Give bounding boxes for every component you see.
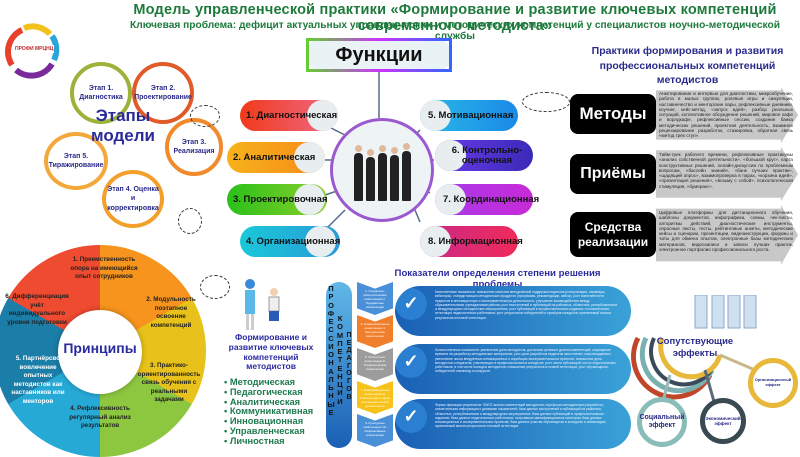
tools-label: Средства реализации — [570, 212, 656, 257]
person-figure — [353, 145, 363, 201]
competency-item: Аналитическая — [224, 397, 313, 408]
logo: ПРОФИ МРЦНЦ — [2, 20, 62, 80]
dashed-arrow-decoration — [200, 275, 230, 299]
effect-organizational: Организационный эффект — [748, 358, 798, 408]
competency-item: Инновационная — [224, 416, 313, 427]
principle-1: 1. Преемственность опора на имеющийся оп… — [70, 256, 138, 280]
indicator-quantitative: ✓Количественные показатели: увеличение д… — [395, 344, 631, 394]
principles-center — [58, 310, 142, 394]
vertical-label-competencies: КОМПЕТЕНЦИИ — [336, 314, 344, 406]
practices-title: Практики формирования и развития професс… — [591, 45, 784, 87]
person-figure — [365, 149, 375, 201]
stage-2: Этап 2. Проектирование — [132, 62, 194, 124]
methods-description: Анкетирование и интервью для диагностики… — [659, 91, 793, 139]
team-photo — [330, 118, 434, 222]
indicator-recording-forms: ✓Формы фиксации результатов: SWOT-анализ… — [395, 399, 631, 449]
check-icon: ✓ — [395, 401, 427, 433]
competencies-list: Методическая Педагогическая Аналитическа… — [224, 377, 313, 447]
function-design: 3. Проектировочная — [227, 184, 328, 215]
stage-5: Этап 5. Тиражирование — [44, 132, 108, 190]
function-informational: 8. Информационная — [420, 226, 523, 257]
function-motivational: 5. Мотивационная — [420, 100, 518, 131]
principle-4: 4. Рефлексивность регулярный анализ резу… — [69, 405, 131, 429]
competency-item: Управленческая — [224, 426, 313, 437]
dashed-arrow-decoration — [178, 208, 202, 234]
page-title: Модель управленческой практики «Формиров… — [133, 2, 777, 34]
principle-5: 5. Партнёрсво вовлечение опытных методис… — [11, 355, 65, 405]
key-problem: Ключевая проблема: дефицит актуальных уп… — [130, 20, 780, 42]
function-analytical: 2. Аналитическая — [227, 142, 325, 173]
vertical-label-professional: ПРОФЕССИОНАЛЬНЫЕ — [327, 284, 335, 417]
person-figure — [377, 145, 387, 201]
tools-description: Цифровые платформы для дистанционного об… — [659, 210, 793, 252]
competency-item: Педагогическая — [224, 387, 313, 398]
vertical-label-teachers: ПЕДАГОГОВ — [346, 332, 352, 401]
principle-6: 6. Дифференциация учёт индивидуального у… — [5, 293, 69, 326]
stage-1: Этап 1. Диагностика — [70, 62, 132, 124]
person-figure — [389, 147, 399, 201]
function-control: 6. Контрольно-оценочная — [435, 140, 533, 171]
dashed-arrow-decoration — [190, 105, 220, 127]
logo-text: ПРОФИ МРЦНЦ — [14, 45, 55, 53]
check-icon: ✓ — [395, 288, 427, 320]
functions-title: Функции — [306, 38, 452, 72]
effect-economic: Экономический эффект — [700, 398, 746, 444]
principle-3: 3. Практико-ориентированность связь обуч… — [137, 362, 201, 403]
tools-arrow — [656, 205, 798, 265]
competency-item: Методическая — [224, 377, 313, 388]
techniques-label: Приёмы — [570, 154, 656, 194]
check-icon: ✓ — [395, 346, 427, 378]
function-coordination: 7. Координационная — [435, 184, 539, 215]
function-organizational: 4. Организационная — [240, 226, 340, 257]
professional-competencies-pill — [326, 282, 352, 448]
stages-title: Этапы модели — [90, 106, 155, 146]
people-illustration — [690, 294, 760, 330]
stage-4: Этап 4. Оценка и корректировка — [102, 170, 164, 228]
competency-item: Коммуникативная — [224, 406, 313, 417]
methodologists-illustration — [232, 272, 292, 332]
person-figure — [401, 143, 411, 201]
effect-social: Социальный эффект — [637, 397, 687, 447]
methods-label: Методы — [570, 94, 656, 134]
techniques-arrow — [656, 147, 798, 201]
competencies-title: Формирование и развитие ключевых компете… — [228, 332, 314, 372]
function-diagnostic: 1. Диагностическая — [240, 100, 338, 131]
principles-title: Принципы — [63, 340, 137, 356]
effects-title: Сопутствующие эффекты — [656, 336, 734, 360]
methods-arrow — [656, 87, 798, 143]
principle-2: 2. Модульность поэтапное освоение компет… — [146, 296, 196, 329]
competency-item: Личностная — [224, 436, 313, 447]
indicator-qualitative: ✓Качественные показатели: повышение каче… — [395, 286, 631, 336]
techniques-description: Тайм-трек рабочего времени, рефлексивные… — [659, 152, 793, 189]
effects-connectors — [631, 336, 756, 406]
dashed-arrow-decoration — [522, 92, 570, 112]
indicators-title: Показатели определения степени решения п… — [394, 268, 601, 290]
